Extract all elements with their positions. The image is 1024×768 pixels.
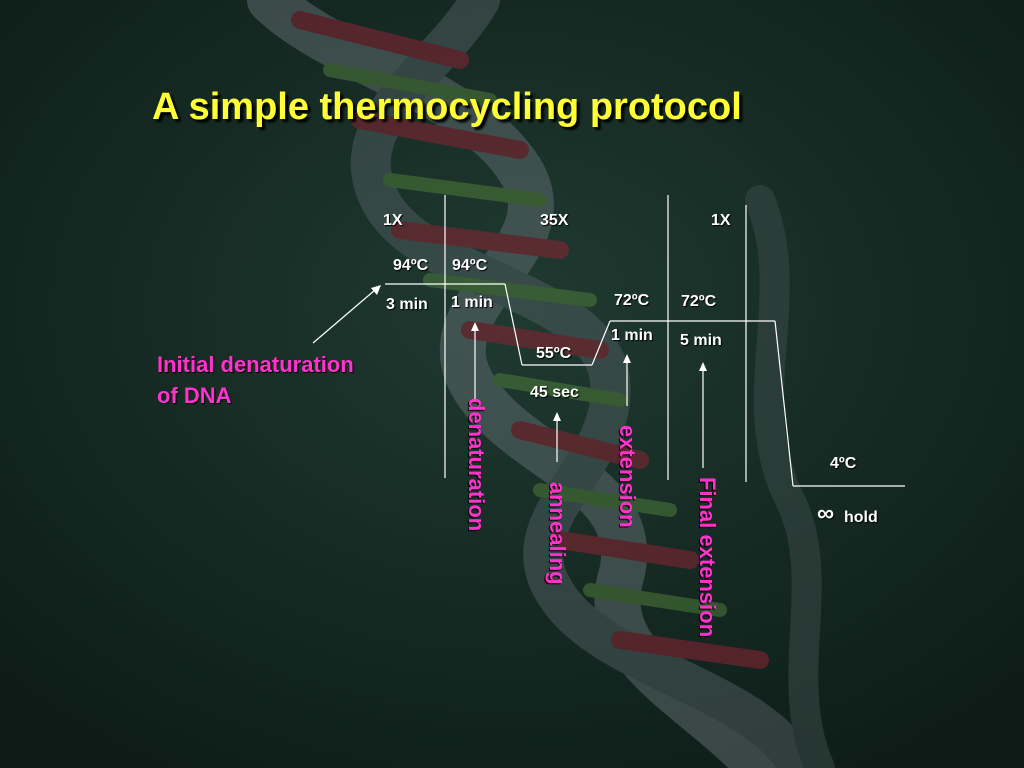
- slide-title: A simple thermocycling protocol: [152, 86, 742, 128]
- cycle-count-initial: 1X: [383, 212, 403, 229]
- final-extension-time: 5 min: [680, 332, 722, 349]
- infinity-icon: ∞: [817, 500, 835, 527]
- arrow-annealing-head: [553, 412, 561, 421]
- final-extension-temp: 72ºC: [681, 293, 717, 310]
- annealing-temp: 55ºC: [536, 345, 572, 362]
- extension-time: 1 min: [611, 327, 653, 344]
- annealing-time: 45 sec: [530, 384, 579, 401]
- denaturation-time: 1 min: [451, 294, 493, 311]
- arrow-denaturation-head: [471, 322, 479, 331]
- initial-denaturation-time: 3 min: [386, 296, 428, 313]
- arrow-final-extension-head: [699, 362, 707, 371]
- temp-line-ramp-down: [504, 283, 523, 366]
- initial-denaturation-label-line1: Initial denaturation: [157, 352, 354, 377]
- cycle-count-final: 1X: [711, 212, 731, 229]
- final-extension-step-label: Final extension: [695, 477, 720, 638]
- arrow-initial-denaturation-head: [371, 285, 381, 295]
- hold-label: hold: [844, 509, 878, 526]
- initial-denaturation-temp: 94ºC: [393, 257, 429, 274]
- extension-step-label: extension: [615, 425, 640, 528]
- temp-line-ramp-up: [591, 320, 611, 366]
- hold-temp: 4ºC: [830, 455, 857, 472]
- initial-denaturation-label-line2: of DNA: [157, 383, 232, 408]
- denaturation-temp: 94ºC: [452, 257, 488, 274]
- arrow-initial-denaturation-shaft: [312, 289, 376, 344]
- denaturation-step-label: denaturation: [464, 398, 489, 532]
- annealing-step-label: annealing: [545, 482, 570, 585]
- arrow-extension-head: [623, 354, 631, 363]
- cycle-count-main: 35X: [540, 212, 569, 229]
- extension-temp: 72ºC: [614, 292, 650, 309]
- temp-line-ramp-hold: [774, 320, 794, 487]
